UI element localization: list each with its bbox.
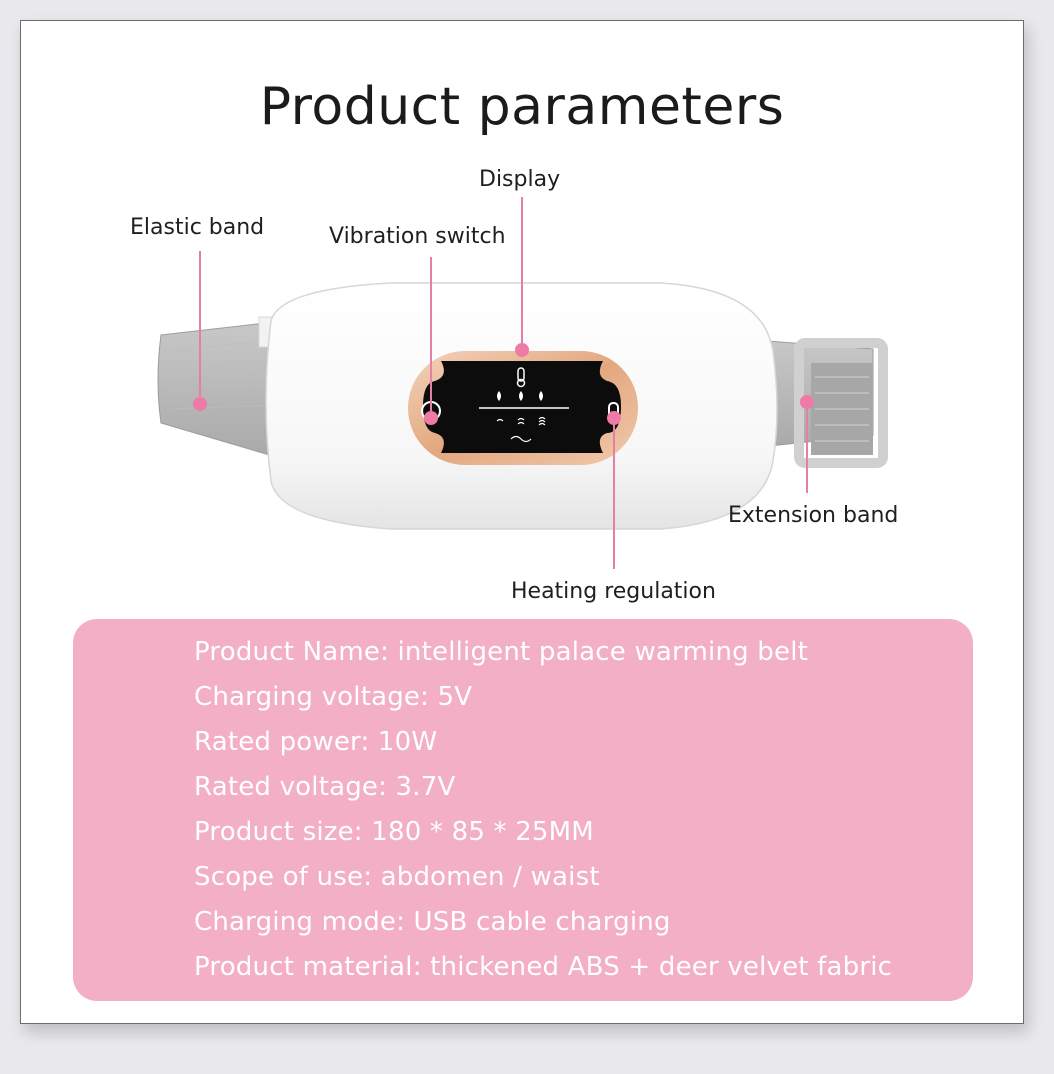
callout-display-label: Display [479, 167, 561, 192]
spec-charging-voltage: Charging voltage: 5V [194, 682, 473, 712]
callout-vibration-switch-label: Vibration switch [329, 224, 506, 249]
callout-display-dot [515, 343, 529, 357]
callout-display-line [521, 197, 523, 347]
belt-illustration [157, 282, 888, 530]
callout-vibration-switch-dot [424, 411, 438, 425]
wave-icon [496, 416, 546, 443]
spec-product-size: Product size: 180 * 85 * 25MM [194, 817, 594, 847]
page-title: Product parameters [259, 77, 785, 137]
callout-elastic-band-label: Elastic band [130, 215, 265, 240]
product-card: Product parameters [20, 20, 1024, 1024]
control-panel [408, 351, 638, 465]
spec-rated-voltage: Rated voltage: 3.7V [194, 772, 456, 802]
callout-heating-regulation-label: Heating regulation [511, 579, 716, 604]
thermometer-icon [516, 367, 526, 388]
callout-elastic-band-line [199, 251, 201, 401]
spec-scope-of-use: Scope of use: abdomen / waist [194, 862, 600, 892]
callout-elastic-band-dot [193, 397, 207, 411]
callout-vibration-switch-line [430, 257, 432, 417]
spec-rated-power: Rated power: 10W [194, 727, 438, 757]
spec-charging-mode: Charging mode: USB cable charging [194, 907, 671, 937]
spec-panel: Product Name: intelligent palace warming… [73, 619, 973, 1001]
callout-heating-regulation-dot [607, 411, 621, 425]
flame-icon [497, 391, 543, 401]
spec-product-material: Product material: thickened ABS + deer v… [194, 952, 893, 982]
callout-extension-band-dot [800, 395, 814, 409]
spec-product-name: Product Name: intelligent palace warming… [194, 637, 809, 667]
callout-extension-band-line [806, 405, 808, 493]
callout-extension-band-label: Extension band [728, 503, 899, 528]
callout-heating-regulation-line [613, 423, 615, 569]
